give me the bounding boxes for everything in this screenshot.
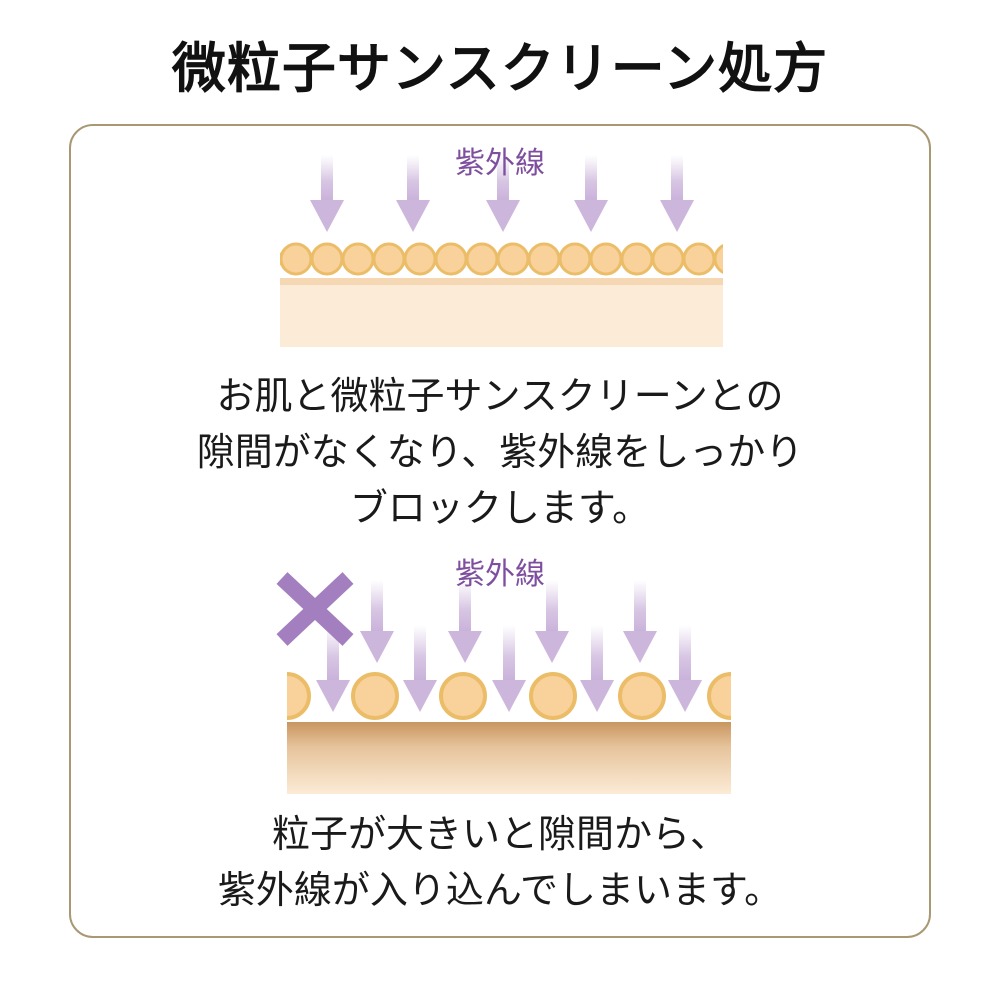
uv-arrow	[448, 580, 482, 663]
uv-label-top: 紫外線	[455, 146, 545, 181]
particle	[310, 242, 344, 276]
caption-line: ブロックします。	[349, 486, 651, 530]
particle	[529, 672, 577, 720]
uv-arrow-shaft	[671, 155, 683, 202]
particle	[558, 242, 592, 276]
uv-arrows-top	[310, 155, 694, 232]
large-particle-row	[287, 672, 731, 720]
uv-arrow-head	[580, 680, 614, 712]
particle	[280, 252, 282, 266]
particle	[280, 242, 313, 276]
fine-particle-diagram	[280, 155, 723, 347]
particle	[439, 672, 487, 720]
uv-arrow-head	[492, 680, 526, 712]
particle	[589, 242, 623, 276]
uv-arrow-head	[574, 200, 608, 232]
uv-arrow-head	[310, 200, 344, 232]
uv-arrow	[492, 625, 526, 712]
uv-arrow-shaft	[371, 580, 383, 633]
uv-arrow	[535, 580, 569, 663]
cross-icon	[276, 572, 354, 646]
particle	[713, 244, 723, 274]
uv-arrow-head	[486, 200, 520, 232]
uv-arrow-shaft	[546, 580, 558, 633]
uv-arrow	[660, 155, 694, 232]
large-particle-diagram	[276, 572, 731, 794]
skin-surface-line	[280, 278, 723, 285]
uv-arrow-head	[623, 631, 657, 663]
particle	[287, 672, 311, 720]
particle	[341, 242, 375, 276]
particle	[403, 242, 437, 276]
uv-arrow-shaft	[634, 580, 646, 633]
uv-arrow-head	[668, 680, 702, 712]
caption-line: 紫外線が入り込んでしまいます。	[217, 868, 783, 912]
particle	[434, 242, 468, 276]
uv-arrow	[396, 155, 430, 232]
uv-arrow	[486, 155, 520, 232]
caption-line: 粒子が大きいと隙間から、	[271, 812, 728, 856]
particle	[618, 672, 666, 720]
particle	[620, 242, 654, 276]
uv-arrow-head	[396, 200, 430, 232]
uv-arrow	[310, 155, 344, 232]
uv-arrow-head	[535, 631, 569, 663]
uv-arrow	[574, 155, 608, 232]
particle	[496, 242, 530, 276]
fine-particle-row	[280, 242, 723, 276]
page-title: 微粒子サンスクリーン処方	[171, 37, 829, 100]
particle	[651, 242, 685, 276]
uv-arrow	[580, 625, 614, 712]
uv-arrow-shaft	[497, 155, 509, 202]
uv-arrow-shaft	[407, 155, 419, 202]
uv-label-bottom: 紫外線	[455, 557, 545, 592]
uv-arrow-shaft	[414, 625, 426, 682]
uv-arrow-head	[316, 680, 350, 712]
particle	[351, 672, 399, 720]
particle	[372, 242, 406, 276]
uv-arrow-shaft	[459, 580, 471, 633]
particle	[682, 242, 716, 276]
particle	[465, 242, 499, 276]
skin-layer-bottom	[287, 722, 731, 794]
uv-arrow	[623, 580, 657, 663]
uv-arrows-bottom	[316, 580, 702, 712]
caption-large-particles: 粒子が大きいと隙間から、 紫外線が入り込んでしまいます。	[80, 806, 920, 918]
uv-arrow-shaft	[585, 155, 597, 202]
caption-line: お肌と微粒子サンスクリーンとの	[216, 374, 784, 418]
uv-arrow	[403, 625, 437, 712]
skin-layer	[280, 282, 723, 347]
uv-arrow-shaft	[321, 155, 333, 202]
uv-arrow	[360, 580, 394, 663]
uv-arrow-shaft	[591, 625, 603, 682]
particle	[707, 672, 731, 720]
uv-arrow-head	[448, 631, 482, 663]
uv-arrow	[668, 625, 702, 712]
caption-fine-particles: お肌と微粒子サンスクリーンとの 隙間がなくなり、紫外線をしっかり ブロックします…	[80, 368, 920, 536]
caption-line: 隙間がなくなり、紫外線をしっかり	[196, 430, 804, 474]
uv-arrow-shaft	[679, 625, 691, 682]
uv-arrow-head	[660, 200, 694, 232]
uv-arrow-shaft	[503, 625, 515, 682]
uv-arrow-head	[403, 680, 437, 712]
uv-arrow-head	[360, 631, 394, 663]
particle	[527, 242, 561, 276]
